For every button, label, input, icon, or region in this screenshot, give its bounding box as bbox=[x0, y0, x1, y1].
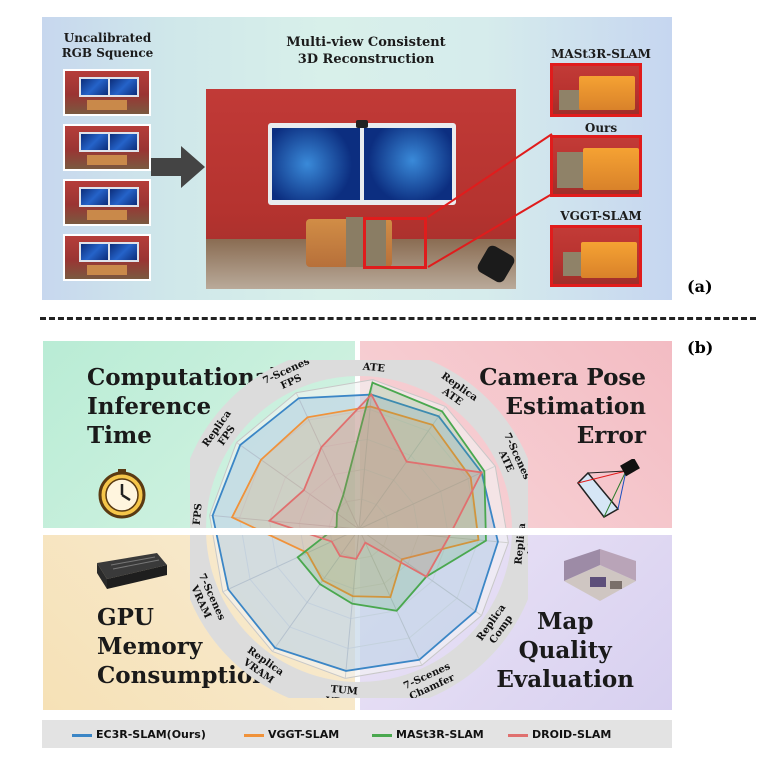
radar-axis-label: TUMVRAM bbox=[324, 684, 362, 698]
radar-spoke bbox=[295, 392, 360, 530]
legend-item: EC3R-SLAM(Ours) bbox=[72, 728, 206, 741]
legend-label: DROID-SLAM bbox=[532, 728, 612, 741]
chart-legend: EC3R-SLAM(Ours) VGGT-SLAM MASt3R-SLAM DR… bbox=[42, 720, 672, 748]
panel-a-tag: (a) bbox=[687, 277, 713, 296]
quadrant-title: Camera Pose Estimation Error bbox=[479, 364, 646, 449]
panel-b-tag: (b) bbox=[687, 338, 714, 357]
crop-mast3r bbox=[550, 63, 642, 117]
reconstruction-image bbox=[206, 89, 516, 289]
input-frame bbox=[63, 69, 151, 116]
radar-spoke bbox=[358, 379, 374, 530]
gpu-card-icon bbox=[97, 553, 167, 589]
zoom-region-highlight bbox=[363, 217, 427, 269]
method-label-vggt: VGGT-SLAM bbox=[560, 209, 642, 223]
method-label-ours: Ours bbox=[584, 121, 618, 135]
legend-label: MASt3R-SLAM bbox=[396, 728, 484, 741]
input-frame bbox=[63, 234, 151, 281]
legend-label: VGGT-SLAM bbox=[268, 728, 340, 741]
reconstruction-label: Multi-view Consistent 3D Reconstruction bbox=[286, 35, 446, 67]
radar-spoke bbox=[358, 406, 446, 530]
camera-frustum-icon bbox=[577, 459, 640, 518]
legend-item: MASt3R-SLAM bbox=[372, 728, 484, 741]
radar-spoke bbox=[236, 442, 360, 530]
radar-axis-label: TUMATE bbox=[360, 360, 389, 375]
legend-item: DROID-SLAM bbox=[508, 728, 611, 741]
quadrant-gap-horizontal bbox=[43, 528, 672, 535]
method-label-mast3r: MASt3R-SLAM bbox=[551, 47, 651, 61]
quadrant-title: Computational Inference Time bbox=[87, 364, 279, 449]
arrow-right-icon bbox=[151, 146, 205, 188]
crop-vggt bbox=[550, 225, 642, 287]
quadrant-title: Map Quality Evaluation bbox=[496, 608, 634, 693]
radar-spoke bbox=[272, 528, 360, 652]
radar-spoke bbox=[222, 528, 360, 593]
legend-item: VGGT-SLAM bbox=[244, 728, 339, 741]
crop-ours bbox=[550, 135, 642, 197]
section-divider bbox=[40, 317, 756, 320]
zoom-connector-lines bbox=[427, 133, 553, 268]
radar-axis-label: TUMFPS bbox=[190, 499, 205, 528]
input-frame bbox=[63, 179, 151, 226]
radar-spoke bbox=[358, 465, 496, 530]
radar-series-vggt-slam bbox=[230, 405, 480, 599]
clock-icon bbox=[98, 469, 146, 519]
room-map-icon bbox=[564, 549, 636, 601]
input-sequence-label: Uncalibrated RGB Squence bbox=[61, 31, 154, 60]
radar-axis-label: 7-ScenesChamfer bbox=[402, 661, 457, 698]
legend-label: EC3R-SLAM(Ours) bbox=[96, 728, 206, 741]
input-frame bbox=[63, 124, 151, 171]
panel-a: Uncalibrated RGB Squence Multi-view Cons… bbox=[42, 17, 672, 300]
